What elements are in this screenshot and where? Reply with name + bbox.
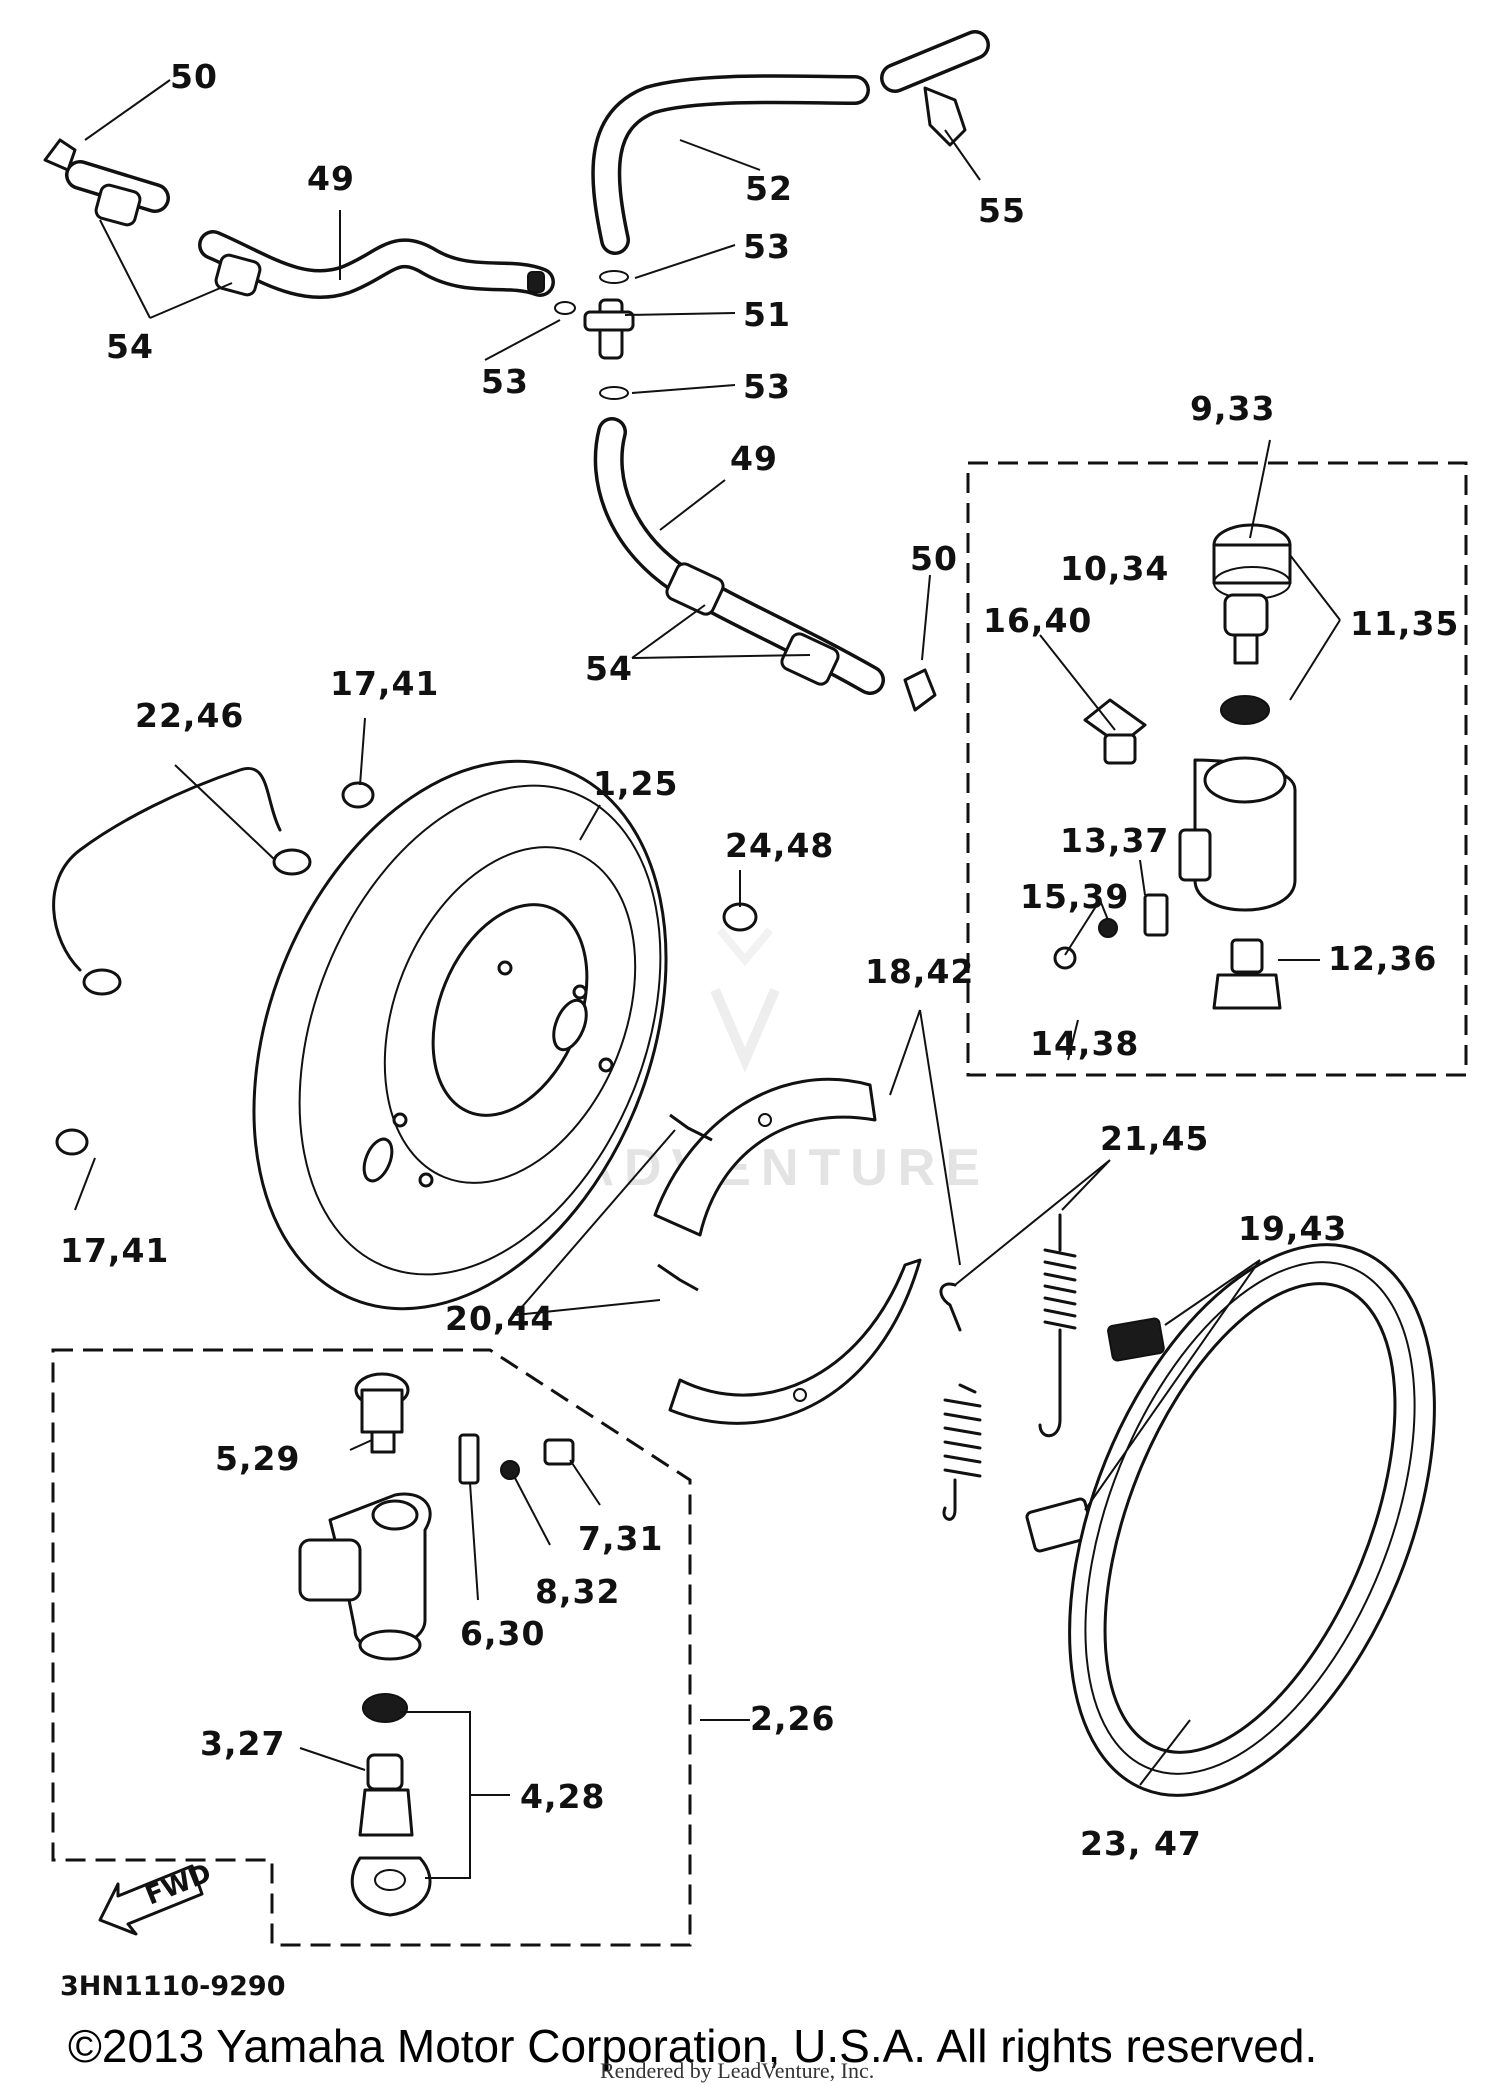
callout-54: 54: [585, 649, 633, 688]
callout-17-41: 17,41: [60, 1231, 169, 1270]
shoe-adjusters: [1025, 1317, 1165, 1553]
callout-17-41: 17,41: [330, 664, 439, 703]
callout-52: 52: [745, 169, 793, 208]
callout-49: 49: [307, 159, 355, 198]
callout-12-36: 12,36: [1328, 939, 1437, 978]
diagram-code: 3HN1110-9290: [60, 1971, 285, 2002]
brake-drum: [1068, 1243, 1436, 1797]
callout-8-32: 8,32: [535, 1572, 620, 1611]
callout-23-47: 23, 47: [1080, 1824, 1202, 1863]
callout-2-26: 2,26: [750, 1699, 835, 1738]
callout-10-34: 10,34: [1060, 549, 1169, 588]
copyright-notice: ©2013 Yamaha Motor Corporation, U.S.A. A…: [68, 2020, 1317, 2072]
brake-hose-left: [43, 138, 555, 299]
wheel-cylinder-front: [298, 1372, 575, 1917]
callout-55: 55: [978, 191, 1026, 230]
brake-pipe: [52, 766, 312, 996]
callout-3-27: 3,27: [200, 1724, 285, 1763]
callout-24-48: 24,48: [725, 826, 834, 865]
callout-51: 51: [743, 295, 791, 334]
brake-backing-plate: [252, 759, 668, 1311]
rendered-by-notice: Rendered by LeadVenture, Inc.: [600, 2058, 874, 2083]
callout-11-35: 11,35: [1350, 604, 1459, 643]
callout-15-39: 15,39: [1020, 877, 1129, 916]
callout-6-30: 6,30: [460, 1614, 545, 1653]
callout-7-31: 7,31: [578, 1519, 663, 1558]
callout-16-40: 16,40: [983, 601, 1092, 640]
return-springs: [939, 1213, 1077, 1521]
wheel-cylinder-rear: [1053, 523, 1297, 1010]
bleed-screws: [55, 781, 758, 1292]
callout-13-37: 13,37: [1060, 821, 1169, 860]
callout-1-25: 1,25: [593, 764, 678, 803]
forward-direction-arrow: FWD: [98, 1858, 216, 1936]
callout-18-42: 18,42: [865, 952, 974, 991]
leader-lines: [74, 79, 1341, 1879]
callout-54: 54: [106, 327, 154, 366]
callout-49: 49: [730, 439, 778, 478]
three-way-joint: [554, 270, 635, 400]
callout-9-33: 9,33: [1190, 389, 1275, 428]
callout-50: 50: [170, 57, 218, 96]
callout-4-28: 4,28: [520, 1777, 605, 1816]
callout-5-29: 5,29: [215, 1439, 300, 1478]
brake-hose-center: [591, 30, 990, 255]
callout-53: 53: [481, 362, 529, 401]
callout-50: 50: [910, 539, 958, 578]
callout-20-44: 20,44: [445, 1299, 554, 1338]
watermark-logo: [710, 927, 780, 1073]
callout-22-46: 22,46: [135, 696, 244, 735]
wheel-cylinder-box-rear: [966, 461, 1468, 1077]
callout-labels: 50 49 52 55 53 51 53 53 54 9,33 49 50 10…: [60, 57, 1459, 1863]
callout-19-43: 19,43: [1238, 1209, 1347, 1248]
callout-21-45: 21,45: [1100, 1119, 1209, 1158]
callout-53: 53: [743, 227, 791, 266]
callout-53: 53: [743, 367, 791, 406]
callout-14-38: 14,38: [1030, 1024, 1139, 1063]
brake-hose-lower: [593, 417, 937, 712]
